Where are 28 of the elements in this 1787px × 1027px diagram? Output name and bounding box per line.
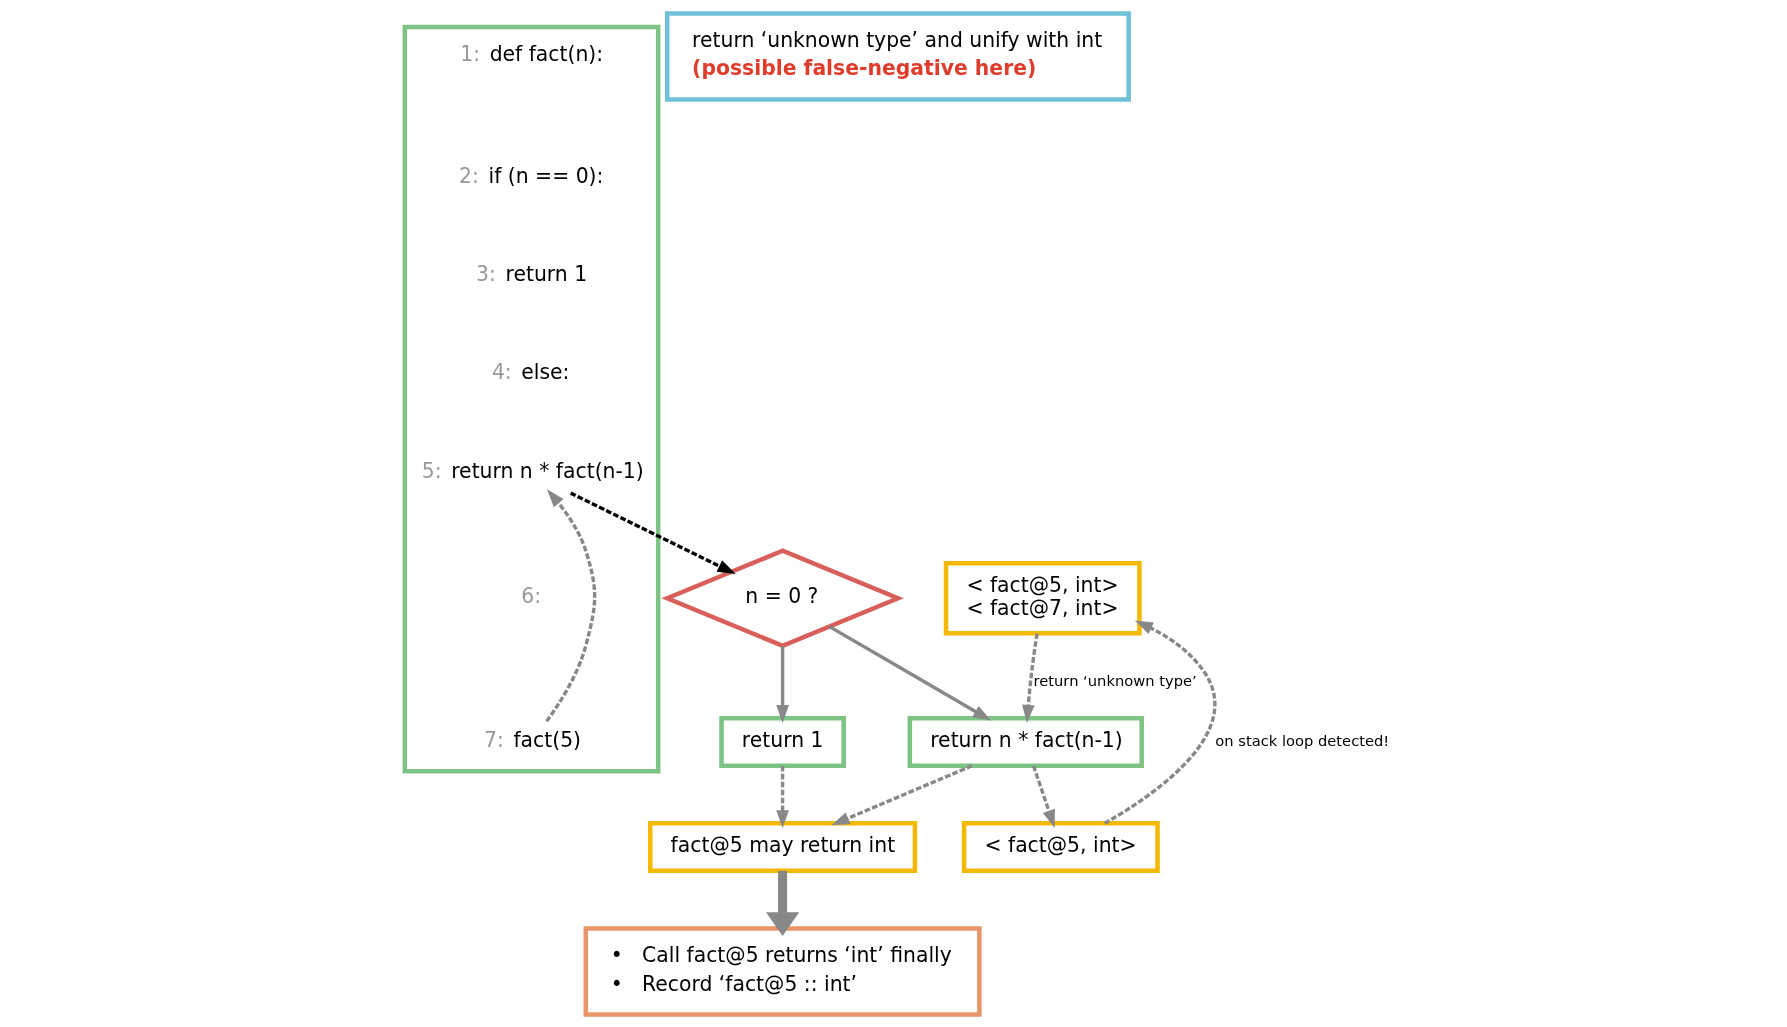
arrow (828, 624, 991, 721)
arrow (1031, 764, 1055, 828)
arrow (775, 645, 789, 723)
node-text: 3: return 1 (475, 261, 587, 286)
node-box: < fact@5, int> < fact@7, int> (943, 560, 1142, 636)
edge-label: on stack loop detected! (1214, 731, 1389, 749)
node-text: 1: def fact(n): (459, 41, 603, 66)
arrow (1021, 632, 1039, 723)
node-box: • Call fact@5 returns ‘int’ finally • Record ‘fact@5 :: int’ (583, 925, 982, 1017)
node-box: return ‘unknown type’ and unify with int (possible false-negative here) (664, 10, 1131, 102)
node-box: return 1 (718, 715, 846, 768)
node-diamond: n = 0 ? (660, 547, 904, 648)
arrow (830, 763, 973, 825)
node-text: 4: else: (491, 359, 569, 384)
node-box: fact@5 may return int (647, 820, 917, 873)
edge-label: return ‘unknown type’ (1033, 671, 1197, 689)
node-text: 6: (520, 583, 541, 608)
node-text: 2: if (n == 0): (458, 163, 603, 187)
node-box: < fact@5, int> (961, 820, 1160, 873)
arrow (544, 488, 596, 722)
node-text: 7: fact(5) (483, 727, 581, 752)
arrow (1103, 620, 1217, 825)
cluster (402, 24, 660, 774)
arrow (569, 491, 736, 574)
node-box: return n * fact(n-1) (907, 715, 1144, 768)
arrow (765, 870, 799, 936)
node-text: 5: return n * fact(n-1) (421, 458, 644, 483)
arrow (775, 765, 789, 828)
